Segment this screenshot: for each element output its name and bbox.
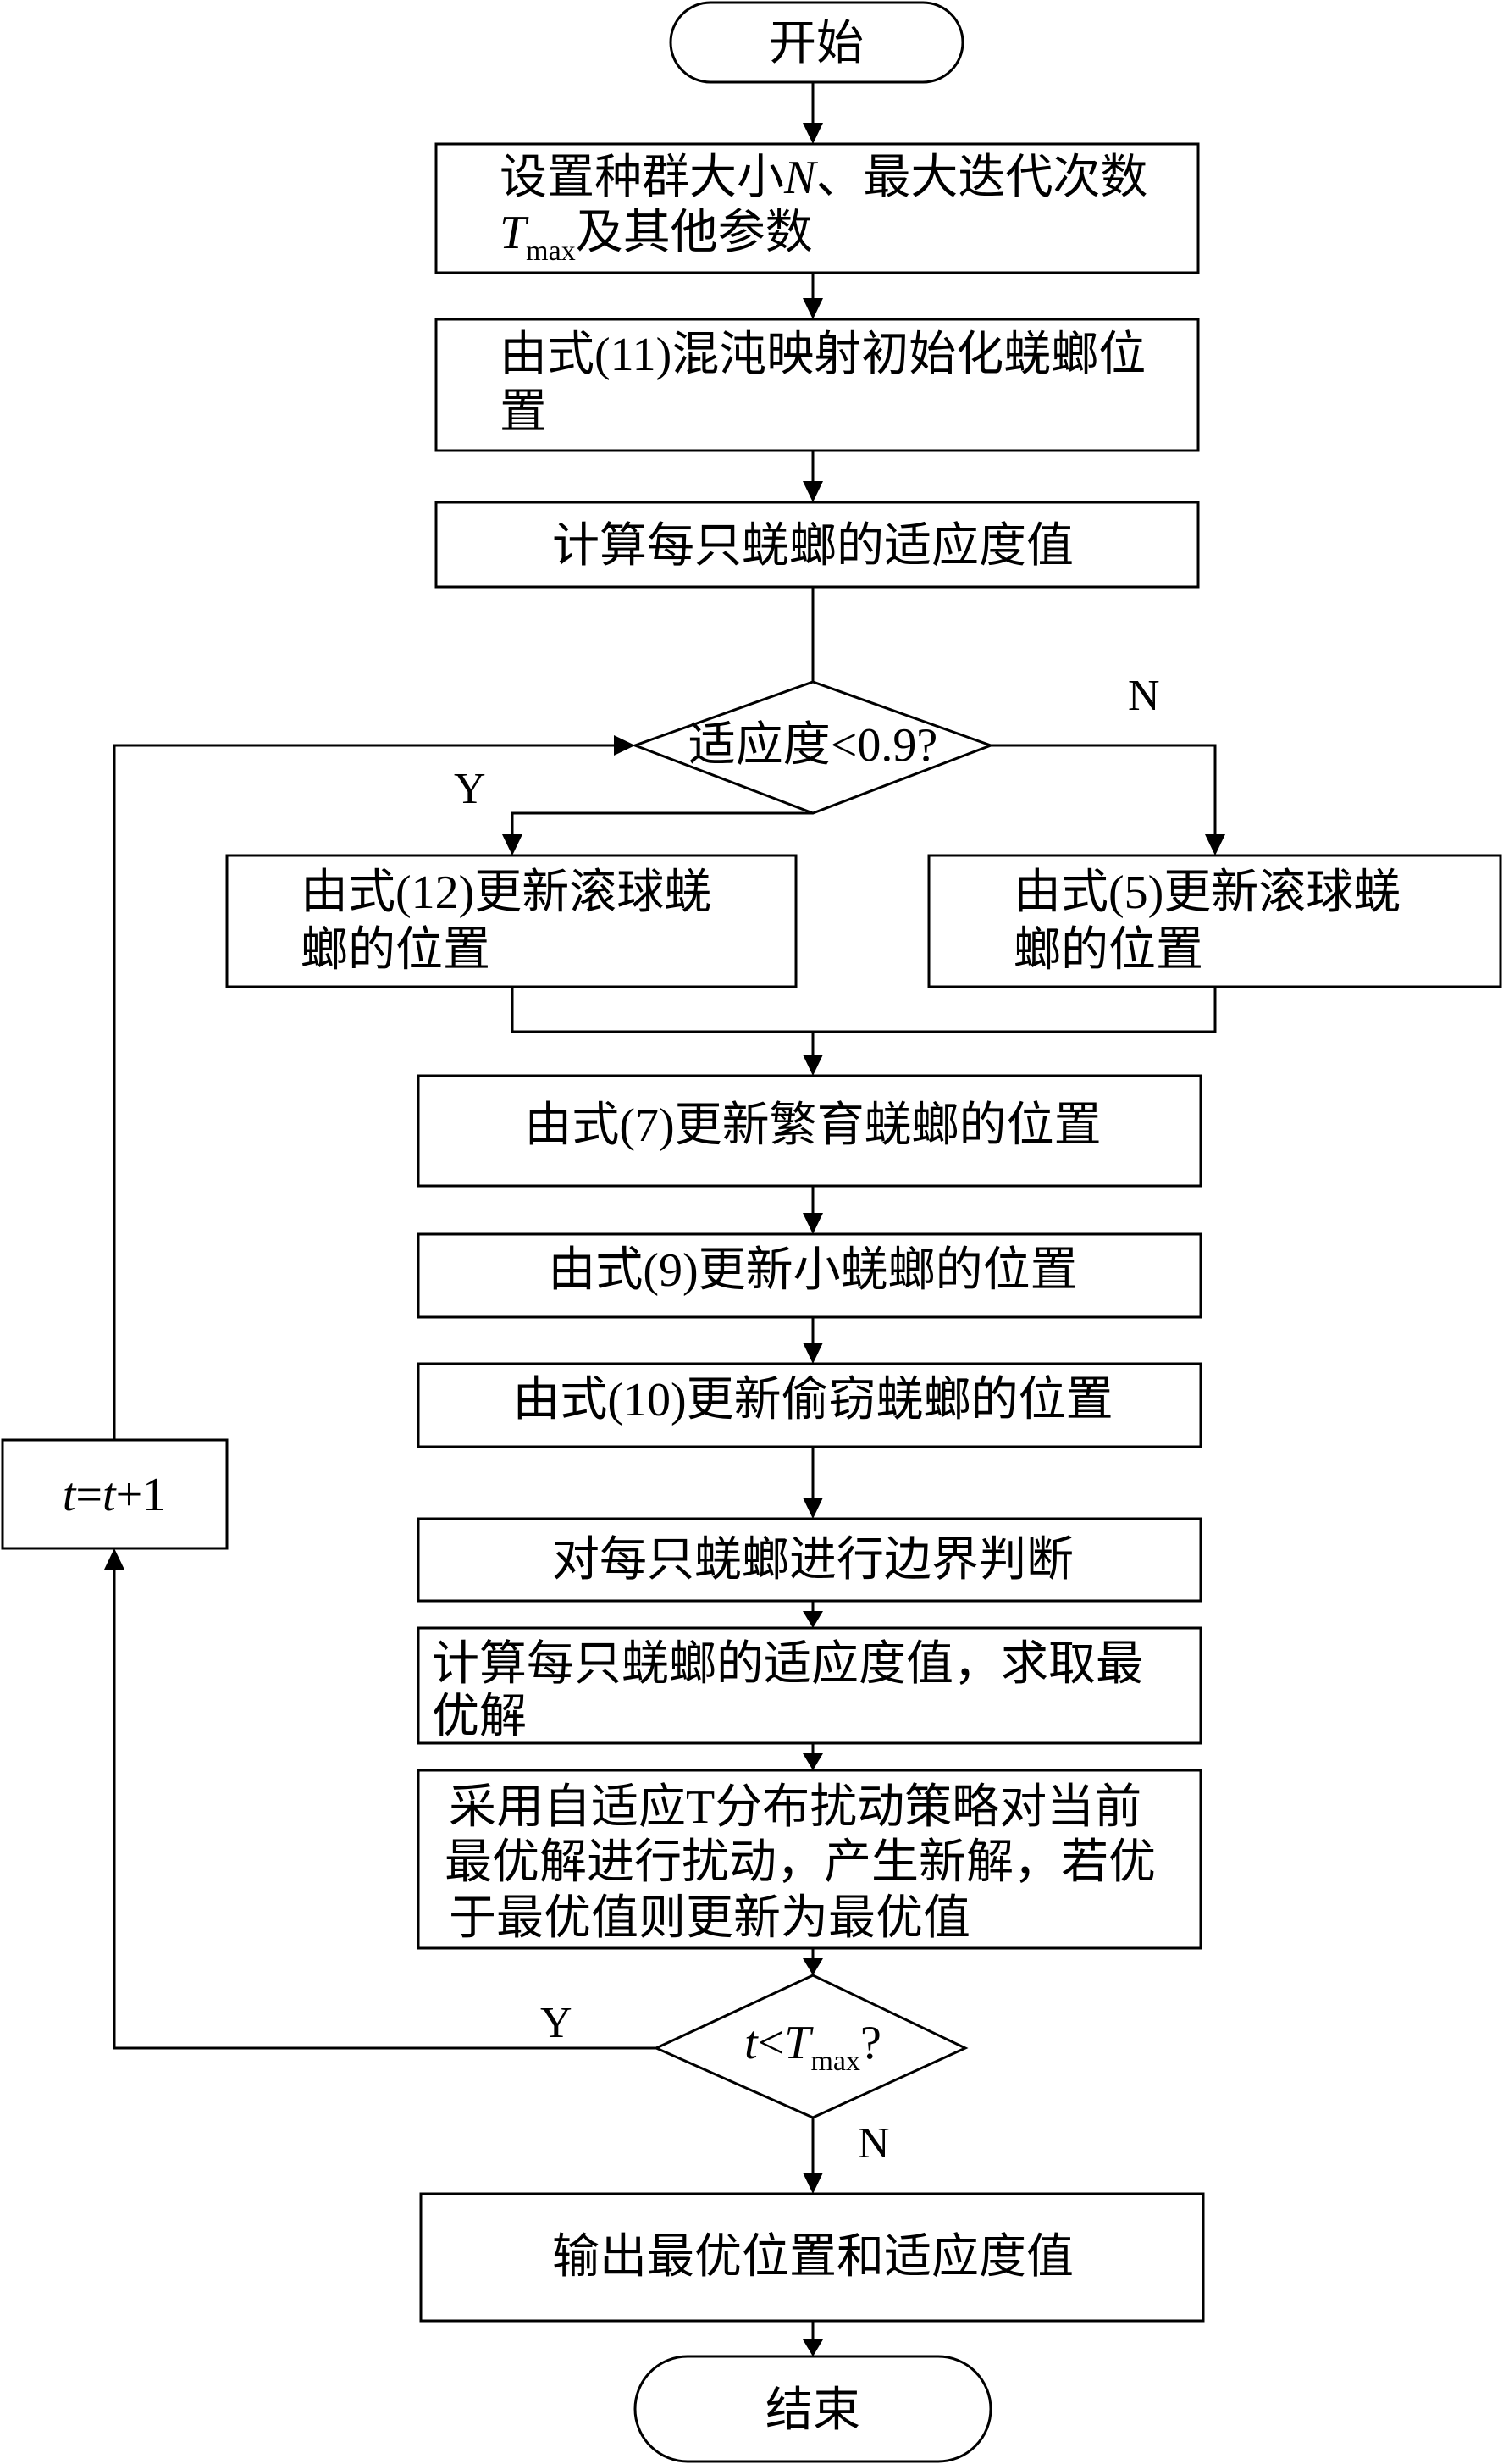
- fitness-no-label: N: [1128, 672, 1160, 720]
- set-params-line2: Tmax及其他参数: [500, 207, 813, 267]
- fitness-calc-label: 计算每只蜣螂的适应度值: [552, 520, 1074, 573]
- update-12-line1: 由式(12)更新滚球蜣: [301, 867, 711, 919]
- update-10-box: 由式(10)更新偷窃蜣螂的位置: [417, 1362, 1202, 1448]
- fitness-best-box: 计算每只蜣螂的适应度值，求取最 优解: [417, 1626, 1202, 1745]
- update-10-label: 由式(10)更新偷窃蜣螂的位置: [512, 1374, 1113, 1426]
- fitness-calc-box: 计算每只蜣螂的适应度值: [434, 501, 1200, 589]
- increment-label: t=t+1: [63, 1469, 166, 1521]
- update-5-line2: 螂的位置: [1014, 924, 1203, 977]
- update-5-box: 由式(5)更新滚球蜣 螂的位置: [927, 854, 1502, 988]
- output-box: 输出最优位置和适应度值: [419, 2192, 1205, 2323]
- output-label: 输出最优位置和适应度值: [552, 2231, 1074, 2284]
- fitness-yes-label: Y: [454, 765, 486, 813]
- update-12-box: 由式(12)更新滚球蜣 螂的位置: [225, 854, 798, 988]
- iteration-decision-label: t<Tmax?: [744, 2017, 881, 2077]
- update-7-box: 由式(7)更新繁育蜣螂的位置: [417, 1074, 1202, 1188]
- update-9-box: 由式(9)更新小蜣螂的位置: [417, 1232, 1202, 1319]
- fitness-best-line2: 优解: [432, 1691, 527, 1743]
- fitness-decision-label: 适应度<0.9?: [688, 719, 937, 772]
- init-box: 由式(11)混沌映射初始化蜣螂位 置: [434, 318, 1200, 452]
- set-params-box: 设置种群大小N、最大迭代次数 Tmax及其他参数: [434, 142, 1200, 274]
- iteration-no-label: N: [858, 2119, 890, 2168]
- update-7-label: 由式(7)更新繁育蜣螂的位置: [524, 1099, 1101, 1152]
- start-label: 开始: [769, 18, 864, 70]
- iteration-yes-label: Y: [540, 1999, 572, 2047]
- iteration-decision: t<Tmax?: [653, 1974, 969, 2119]
- update-12-line2: 螂的位置: [301, 924, 490, 977]
- init-line1: 由式(11)混沌映射初始化蜣螂位: [500, 329, 1146, 381]
- start-terminal: 开始: [669, 1, 964, 84]
- perturb-box: 采用自适应T分布扰动策略对当前 最优解进行扰动，产生新解，若优 于最优值则更新为…: [417, 1769, 1202, 1950]
- end-label: 结束: [765, 2384, 860, 2437]
- perturb-line2: 最优解进行扰动，产生新解，若优: [445, 1836, 1156, 1889]
- perturb-line1: 采用自适应T分布扰动策略对当前: [449, 1781, 1141, 1834]
- connectors: [104, 82, 1225, 2356]
- fitness-best-line1: 计算每只蜣螂的适应度值，求取最: [432, 1638, 1143, 1691]
- fitness-decision: 适应度<0.9?: [631, 680, 995, 815]
- update-9-label: 由式(9)更新小蜣螂的位置: [548, 1244, 1077, 1297]
- boundary-label: 对每只蜣螂进行边界判断: [552, 1534, 1074, 1586]
- increment-box: t=t+1: [1, 1438, 229, 1550]
- boundary-box: 对每只蜣螂进行边界判断: [417, 1517, 1202, 1603]
- set-params-line1: 设置种群大小N、最大迭代次数: [500, 152, 1147, 204]
- perturb-line3: 于最优值则更新为最优值: [449, 1892, 970, 1945]
- init-line2: 置: [500, 386, 547, 439]
- end-terminal: 结束: [633, 2355, 992, 2463]
- update-5-line1: 由式(5)更新滚球蜣: [1014, 867, 1401, 919]
